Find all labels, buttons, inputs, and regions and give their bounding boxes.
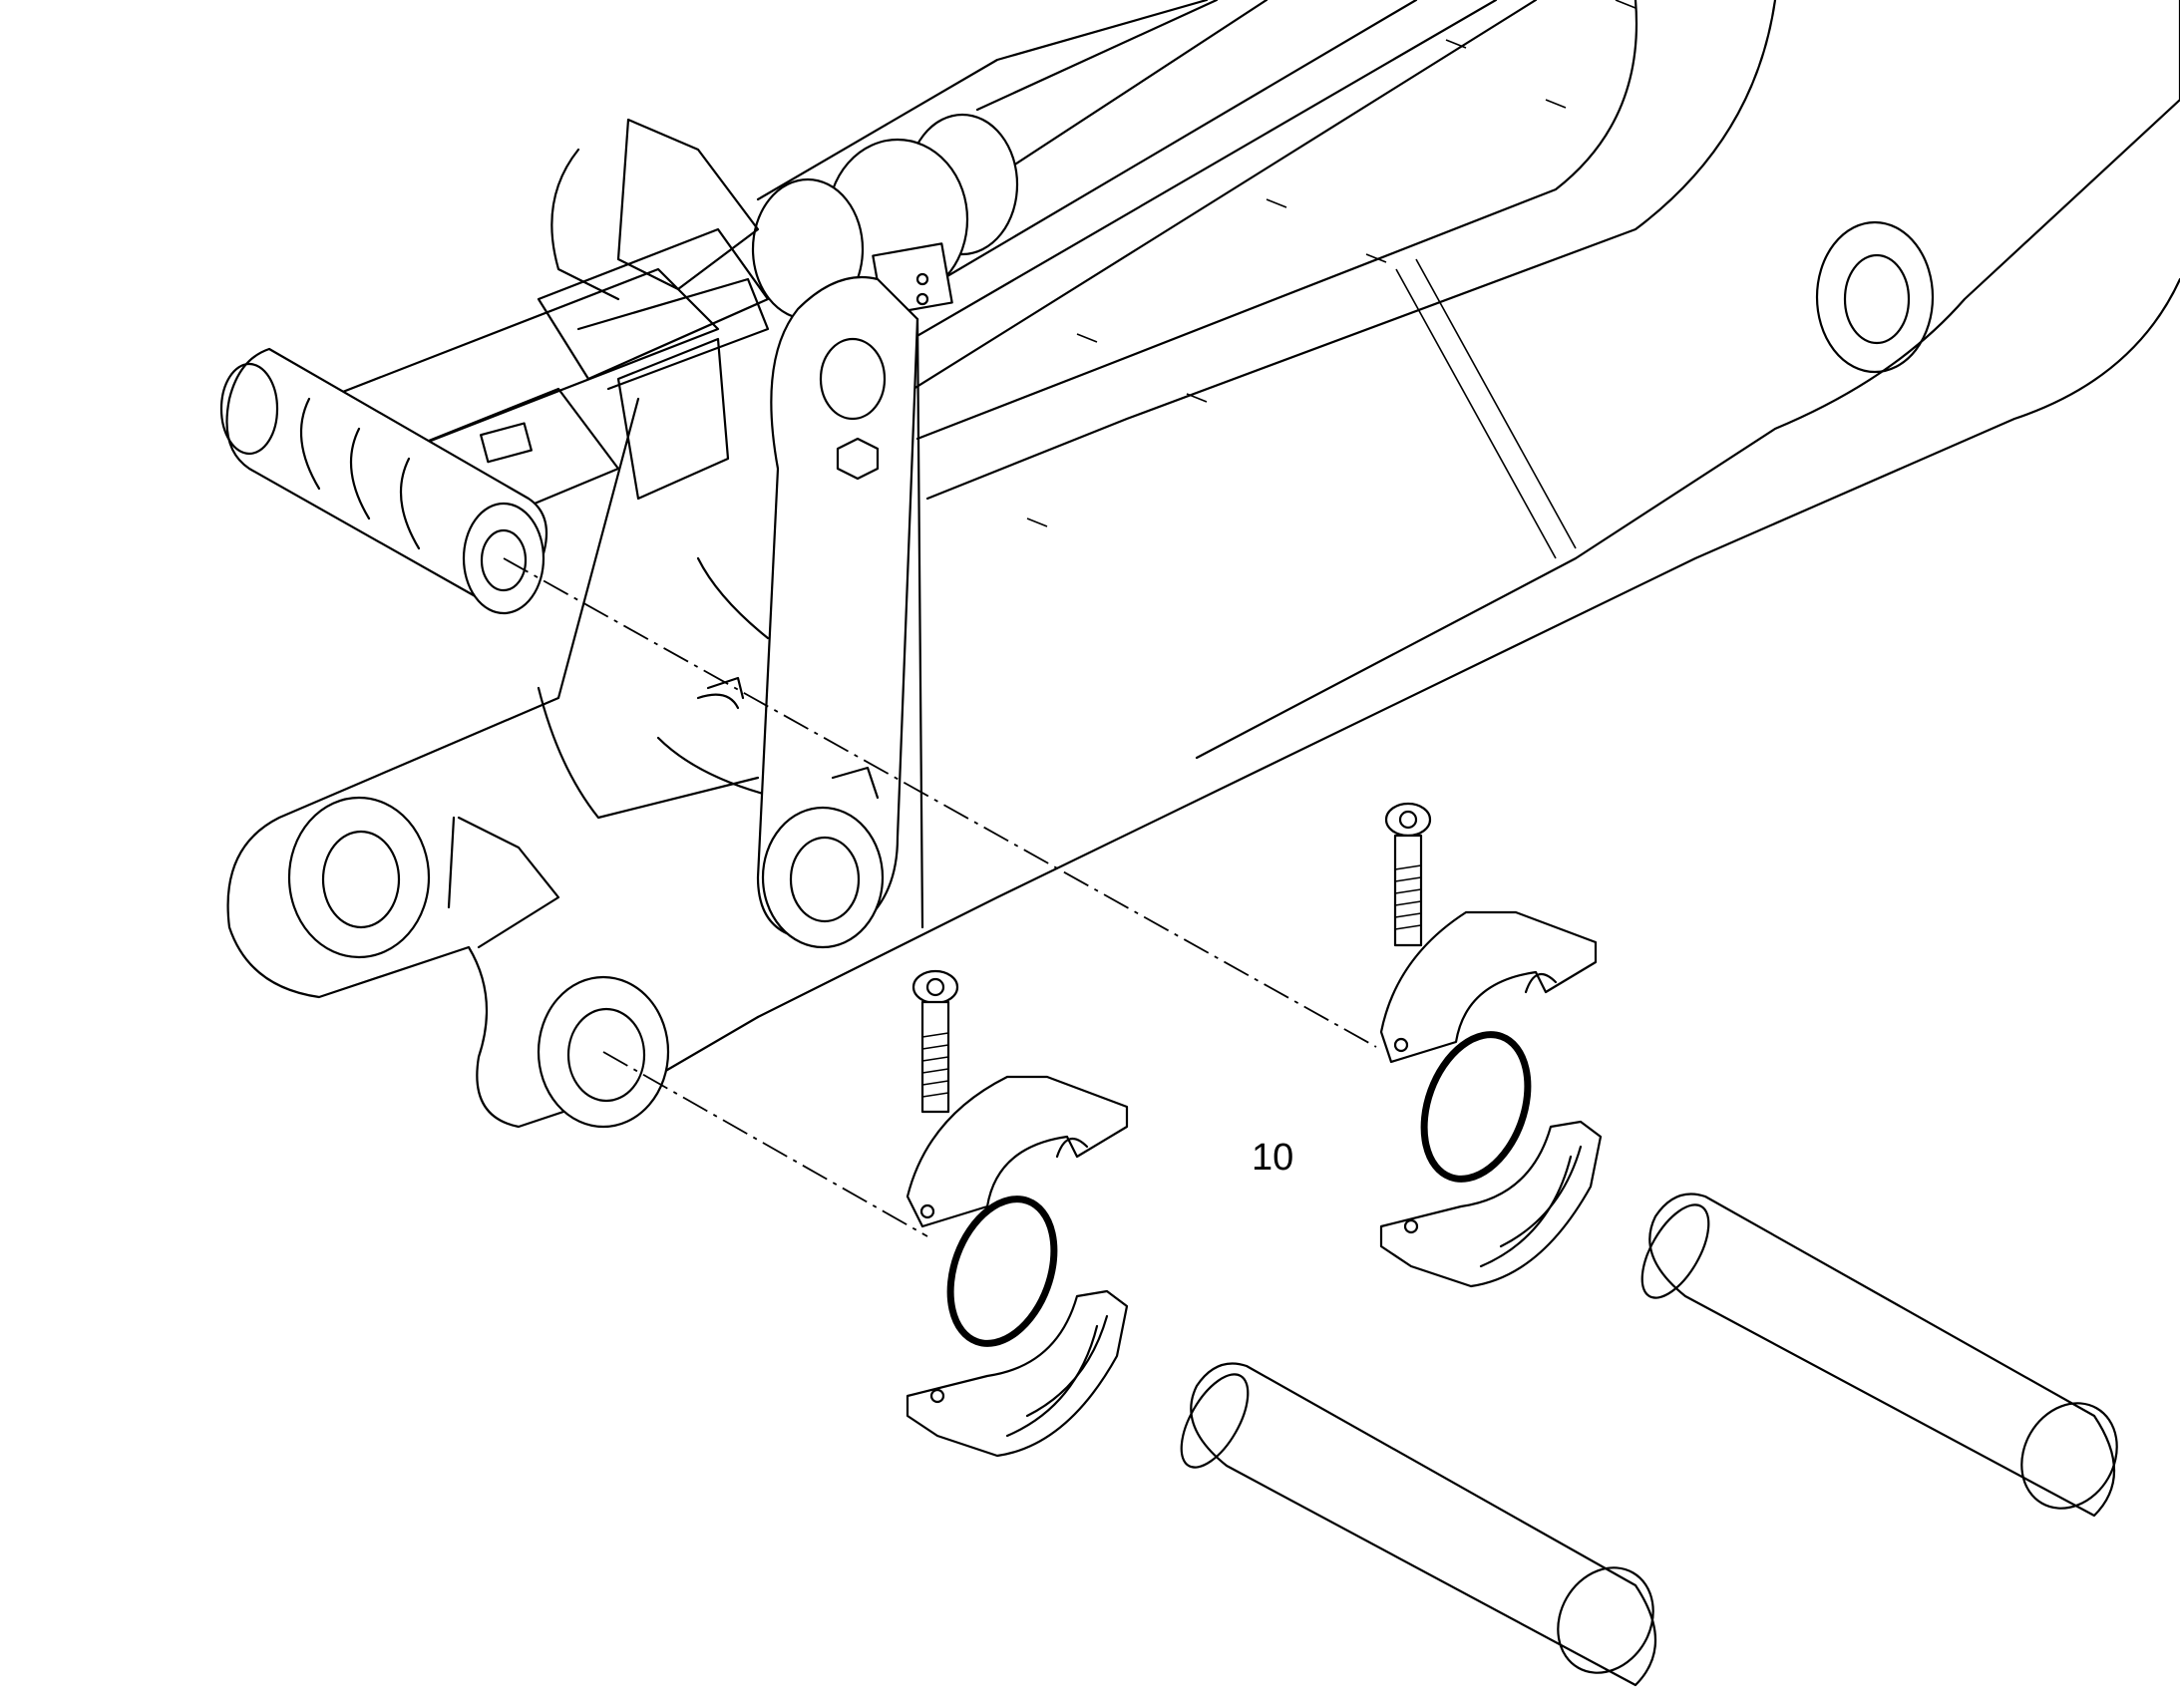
alignment-lines (503, 557, 1377, 1237)
o-ring-b (1420, 1031, 1532, 1183)
cap-screw-a (911, 969, 959, 1114)
clamp-half-lower-a (906, 1289, 1129, 1458)
cap-screw-b (1384, 802, 1432, 947)
pin-right (1640, 1193, 2118, 1518)
clamp-half-upper-b (1379, 910, 1598, 1064)
clamp-half-lower-b (1379, 1120, 1603, 1288)
callout-label: 10 (1252, 1137, 1293, 1179)
link-arm (706, 275, 924, 949)
pin-left (1180, 1362, 1656, 1687)
boom-arm (756, 0, 2180, 1019)
pin-retainer-set-a (906, 969, 1129, 1458)
pin-retainer-set-b (1379, 802, 1603, 1288)
linkage-frame (219, 118, 770, 615)
hydraulic-cylinder (751, 0, 1269, 321)
clamp-half-upper-a (906, 1075, 1129, 1228)
o-ring-a (946, 1196, 1058, 1347)
